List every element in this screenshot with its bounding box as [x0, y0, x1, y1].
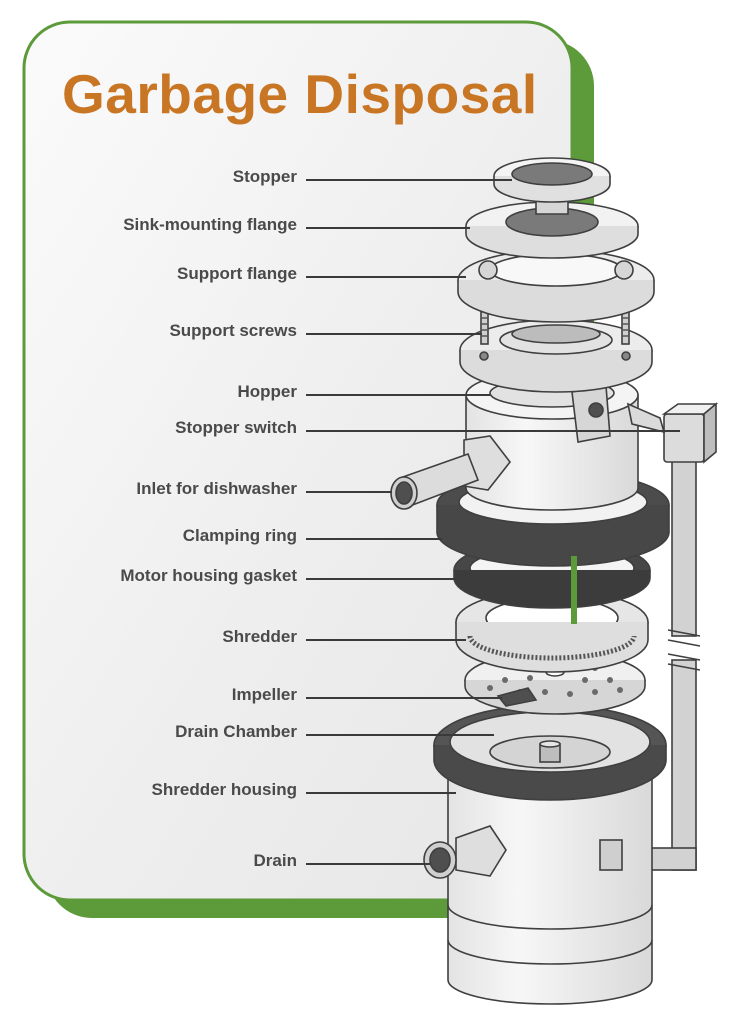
leader-clamping-ring [306, 538, 442, 540]
label-motor-housing-gasket: Motor housing gasket [120, 566, 297, 585]
leader-inlet-for-dishwasher [306, 491, 392, 493]
label-shredder-housing: Shredder housing [151, 780, 297, 799]
leader-motor-housing-gasket [306, 578, 456, 580]
leader-sink-mounting-flange [306, 227, 470, 229]
disposal-illustration [390, 157, 719, 1005]
support-flange-lower [459, 319, 653, 393]
label-drain-chamber: Drain Chamber [175, 722, 297, 741]
label-shredder: Shredder [222, 627, 297, 646]
leader-support-flange [306, 276, 466, 278]
diagram-title: Garbage Disposal [62, 63, 538, 125]
leader-shredder-housing [306, 792, 456, 794]
leader-drain-chamber [306, 734, 494, 736]
label-stopper-switch: Stopper switch [175, 418, 297, 437]
leader-support-screws [306, 333, 482, 335]
leader-stopper-switch [306, 430, 680, 432]
leader-drain [306, 863, 430, 865]
leader-stopper [306, 179, 512, 181]
support-flange-upper [457, 249, 655, 323]
leader-shredder [306, 639, 466, 641]
shredder-housing-part [423, 759, 653, 1005]
label-inlet-for-dishwasher: Inlet for dishwasher [136, 479, 297, 498]
leader-hopper [306, 394, 490, 396]
label-support-flange: Support flange [177, 264, 297, 283]
label-impeller: Impeller [231, 685, 297, 704]
label-clamping-ring: Clamping ring [182, 526, 297, 545]
accent-strip [571, 556, 577, 624]
label-hopper: Hopper [237, 382, 298, 401]
label-sink-mounting-flange: Sink-mounting flange [123, 215, 297, 234]
label-drain: Drain [253, 851, 297, 870]
stopper-part [493, 157, 611, 215]
leader-impeller [306, 697, 502, 699]
label-stopper: Stopper [232, 167, 297, 186]
shredder-part [455, 589, 649, 673]
label-support-screws: Support screws [169, 321, 297, 340]
drain-chamber-part [433, 704, 667, 801]
